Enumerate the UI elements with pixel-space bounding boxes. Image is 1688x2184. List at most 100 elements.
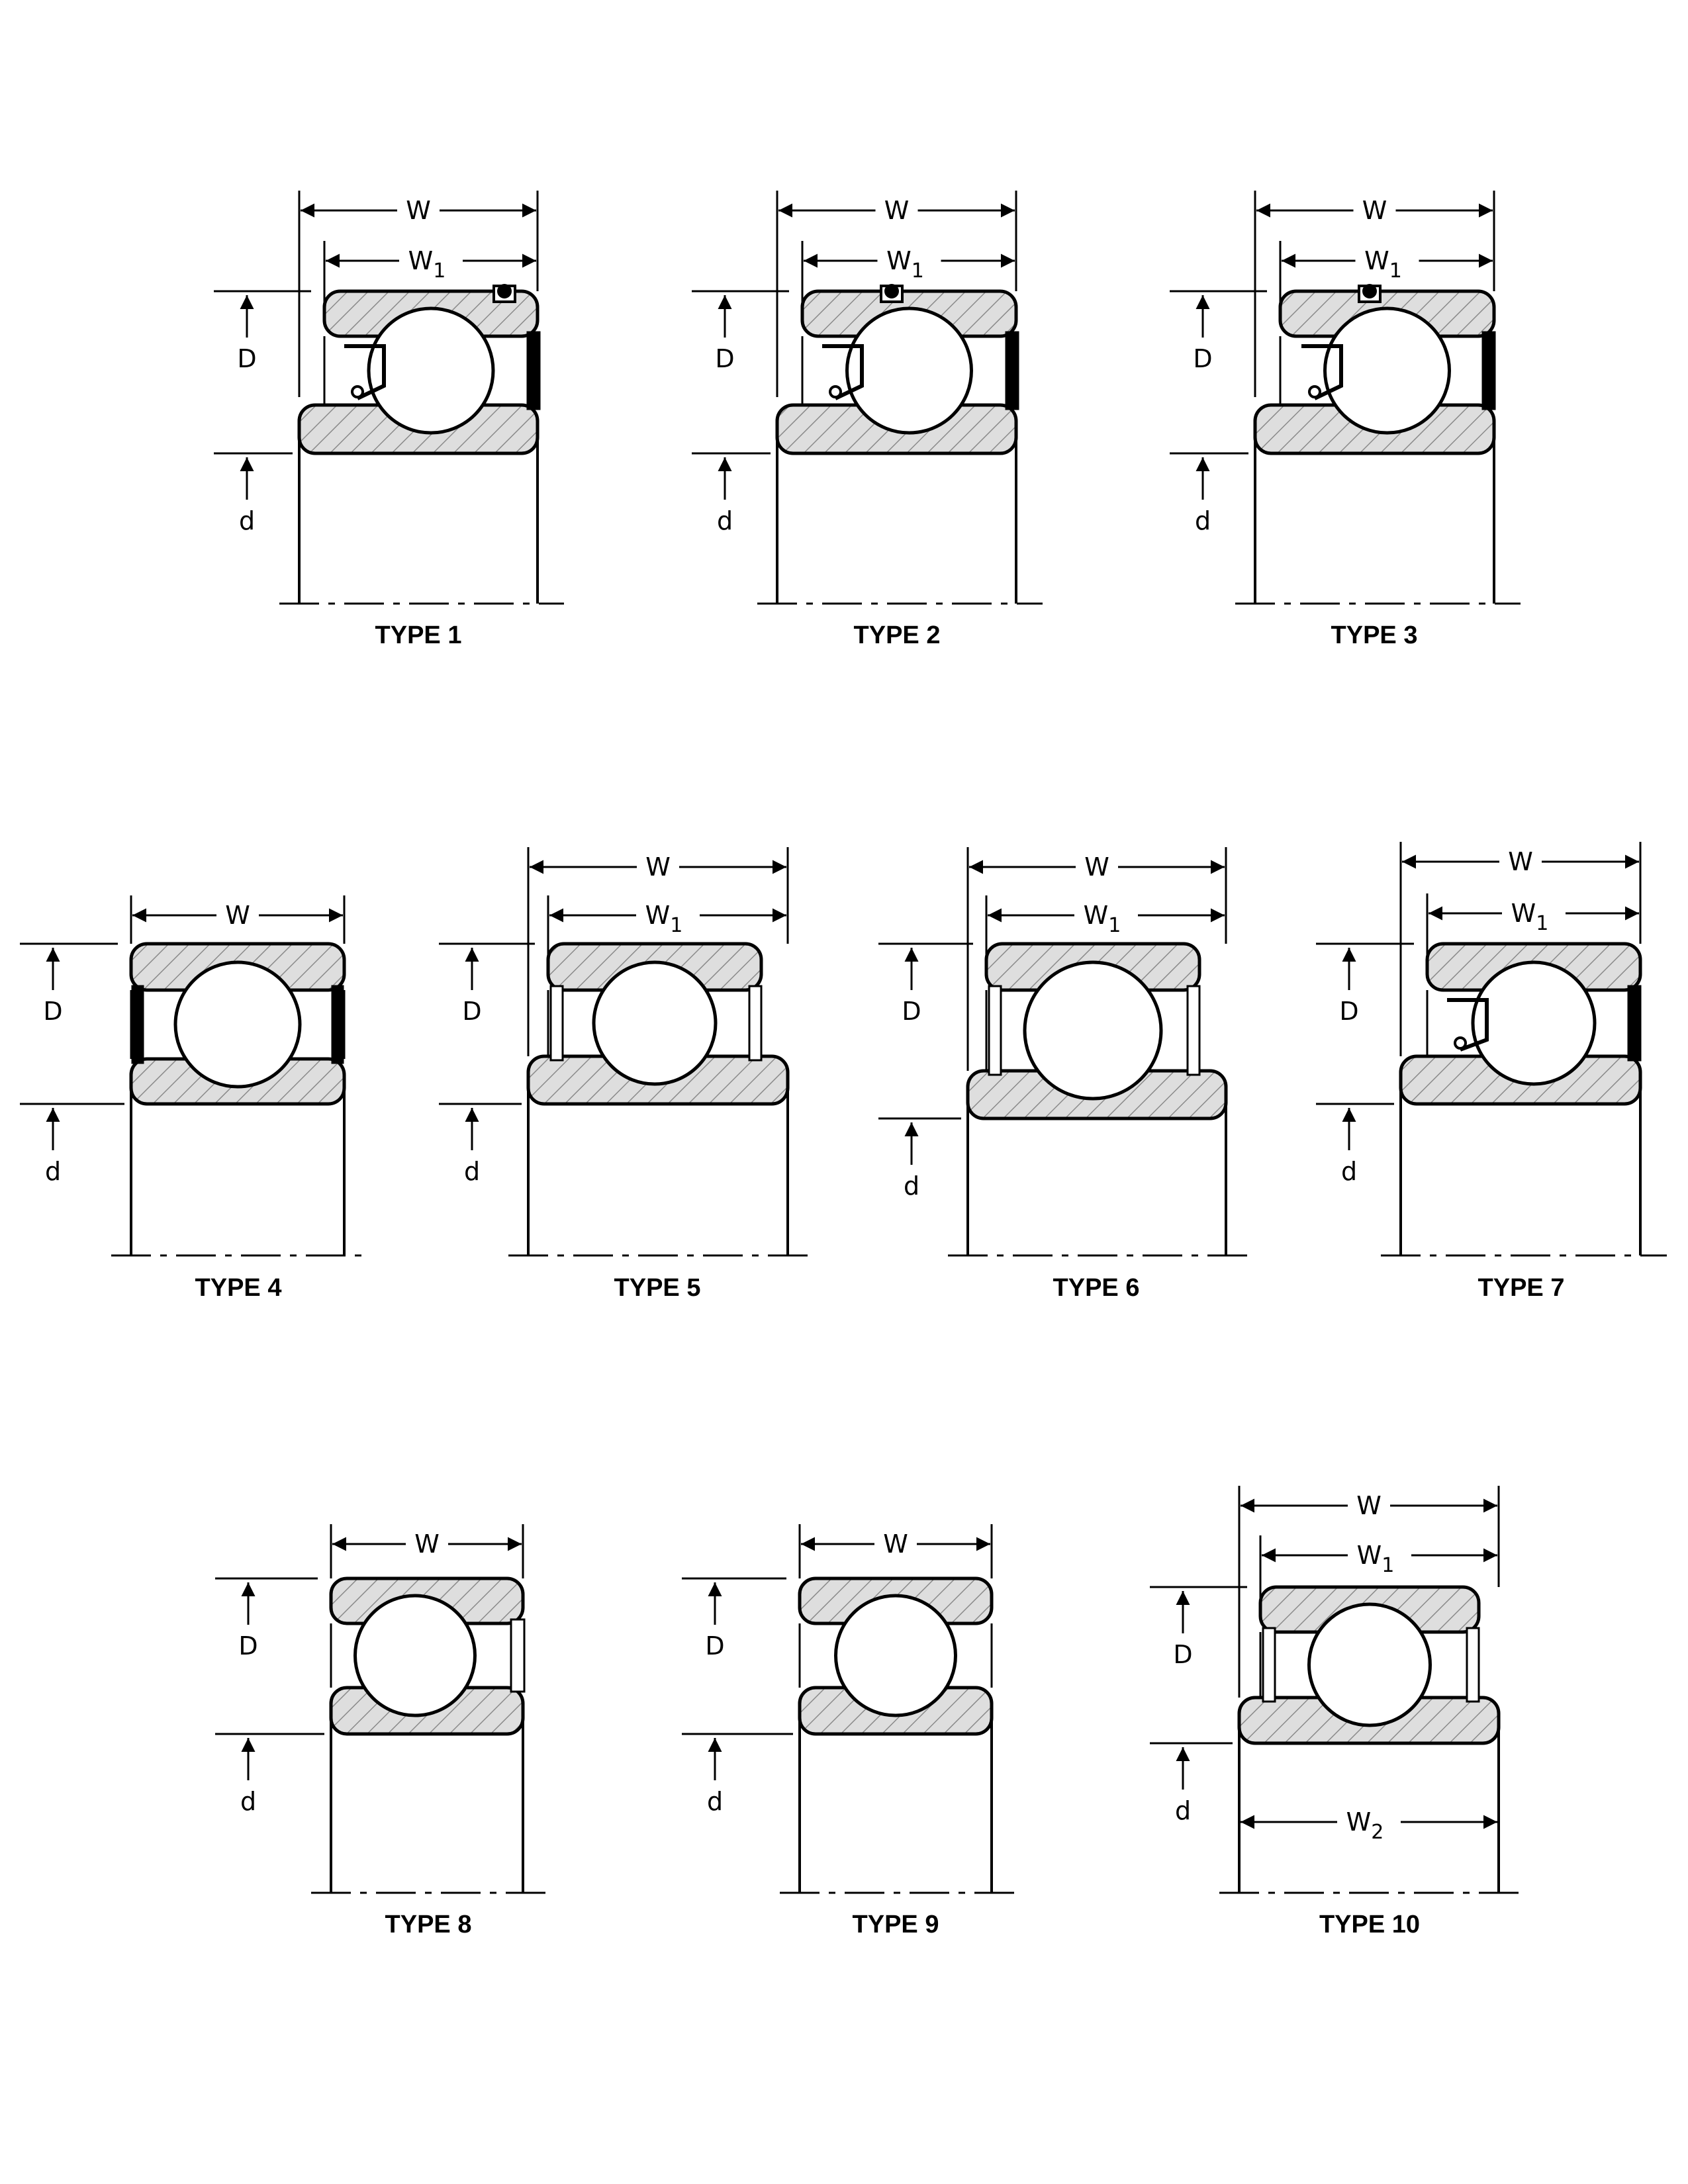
dimension-label-base: d	[904, 1171, 919, 1201]
dimension-label-base: d	[707, 1787, 723, 1816]
shield	[549, 985, 564, 1062]
dimension-label: d	[904, 1171, 919, 1201]
dimension-label-base: D	[705, 1631, 724, 1661]
shield	[526, 331, 541, 410]
shield	[1481, 331, 1496, 410]
dimension-label: W	[1362, 196, 1387, 225]
dimension-label-base: W	[1357, 1541, 1382, 1570]
dimension-label: W	[225, 901, 250, 930]
type-label: TYPE 9	[853, 1911, 939, 1938]
dimension-label-subscript: 1	[433, 259, 445, 283]
dimension-label-base: W	[886, 246, 912, 275]
lip-seal	[822, 344, 864, 400]
dimension-label: d	[1195, 506, 1211, 535]
dimension-label-base: W	[1084, 852, 1109, 882]
dimension-label: d	[239, 506, 255, 535]
dimension-label-base: D	[462, 997, 481, 1026]
shield	[748, 985, 763, 1062]
seal-spring	[351, 385, 364, 398]
type-label: TYPE 10	[1319, 1911, 1420, 1938]
dimension-label: W	[883, 1529, 908, 1559]
dimension-label-subscript: 1	[1389, 259, 1402, 283]
dimension-label-subscript: 1	[912, 259, 924, 283]
dimension-label-base: d	[240, 1787, 256, 1816]
dimension-label: D	[1173, 1640, 1192, 1669]
dimension-label: W2	[1346, 1807, 1384, 1844]
dimension-label-base: W	[414, 1529, 440, 1559]
dimension-label: d	[717, 506, 733, 535]
type-label: TYPE 2	[854, 621, 941, 649]
dimension-label-base: W	[1346, 1807, 1372, 1837]
dimension-label: D	[238, 1631, 258, 1661]
shield	[1466, 1627, 1480, 1703]
shield	[988, 985, 1002, 1076]
dimension-label-base: D	[715, 344, 734, 373]
type-label: TYPE 8	[385, 1911, 472, 1938]
dimension-label-base: W	[1511, 899, 1536, 928]
dimension-label-base: W	[645, 901, 671, 930]
dimension-label-base: D	[238, 1631, 258, 1661]
dimension-label-base: D	[237, 344, 256, 373]
dimension-label-base: D	[902, 997, 921, 1026]
dimension-label-subscript: 1	[670, 914, 682, 937]
dimension-label: W1	[645, 901, 683, 937]
dimension-label: W	[1084, 852, 1109, 882]
dimension-label-base: d	[1175, 1796, 1191, 1825]
dimension-label: D	[902, 997, 921, 1026]
dimension-label: d	[707, 1787, 723, 1816]
dimension-label-base: W	[1364, 246, 1389, 275]
dimension-label-base: W	[408, 246, 434, 275]
dimension-label-base: d	[1341, 1157, 1357, 1186]
dimension-label: D	[1339, 997, 1358, 1026]
shield	[131, 985, 144, 1064]
dimension-label-base: W	[1356, 1491, 1382, 1520]
type-label: TYPE 3	[1331, 621, 1418, 649]
ball	[367, 306, 495, 435]
dimension-label-base: W	[884, 196, 910, 225]
ball	[1323, 306, 1451, 435]
ball	[173, 960, 302, 1089]
type-label: TYPE 1	[375, 621, 462, 649]
dimension-label: d	[464, 1157, 480, 1186]
dimension-label-base: W	[1084, 901, 1109, 930]
dimension-label-subscript: 2	[1371, 1821, 1383, 1844]
dimension-label: D	[462, 997, 481, 1026]
dimension-label: D	[43, 997, 62, 1026]
dimension-label-base: d	[239, 506, 255, 535]
shield	[1627, 985, 1642, 1062]
dimension-label: W	[1508, 847, 1533, 876]
dimension-label-base: d	[717, 506, 733, 535]
ball	[592, 960, 718, 1086]
dimension-label: W1	[1511, 899, 1549, 935]
dimension-label: W	[884, 196, 910, 225]
shield	[1186, 985, 1201, 1076]
shield	[1262, 1627, 1276, 1703]
seal-spring	[1308, 385, 1321, 398]
dimension-label-base: W	[883, 1529, 908, 1559]
shield	[510, 1618, 526, 1693]
type-label: TYPE 7	[1478, 1274, 1565, 1302]
dimension-label-subscript: 1	[1108, 914, 1121, 937]
dimension-label: W	[414, 1529, 440, 1559]
dimension-label: W	[406, 196, 431, 225]
seal-spring	[1454, 1036, 1467, 1050]
dimension-label: W1	[1357, 1541, 1395, 1577]
snap-ring	[1362, 284, 1377, 298]
dimension-label-base: W	[1508, 847, 1533, 876]
dimension-label: W	[1356, 1491, 1382, 1520]
dimension-label: d	[1341, 1157, 1357, 1186]
dimension-label-subscript: 1	[1536, 912, 1548, 935]
lip-seal	[1447, 998, 1489, 1052]
dimension-label: D	[715, 344, 734, 373]
dimension-label-base: d	[464, 1157, 480, 1186]
type-label: TYPE 4	[195, 1274, 282, 1302]
dimension-label-base: d	[45, 1157, 61, 1186]
lip-seal	[1301, 344, 1343, 400]
dimension-label: D	[237, 344, 256, 373]
